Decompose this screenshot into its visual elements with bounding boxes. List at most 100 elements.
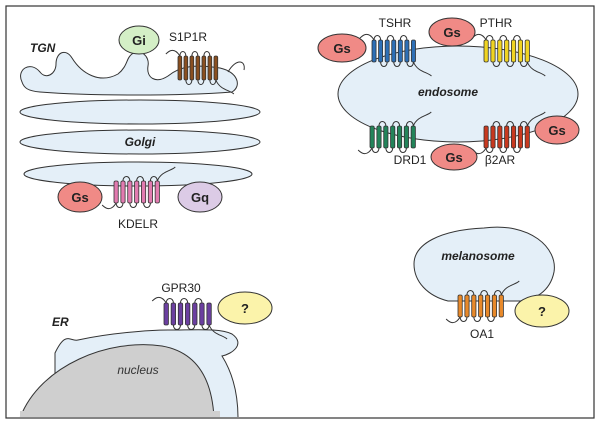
golgi-cisterna-1 [19, 99, 261, 125]
melanosome-membrane [413, 226, 555, 302]
transmembrane-helix [147, 180, 153, 204]
transmembrane-helix [490, 39, 496, 63]
transmembrane-helix [511, 125, 517, 149]
kdelr-label: KDELR [118, 217, 158, 231]
unknown-protein-oa1 [514, 294, 570, 328]
transmembrane-helix [483, 39, 489, 63]
transmembrane-helix [170, 302, 176, 326]
s1p1r-receptor [165, 49, 235, 95]
transmembrane-helix [397, 125, 403, 149]
transmembrane-helix [163, 302, 169, 326]
tshr-receptor [359, 33, 432, 77]
transmembrane-helix [498, 294, 504, 318]
receptor-loops [445, 280, 520, 324]
transmembrane-helix [464, 294, 470, 318]
oa1-receptor [445, 280, 520, 324]
transmembrane-helix [177, 55, 183, 81]
tgn-tail [227, 61, 245, 73]
drd1-receptor [357, 111, 432, 155]
transmembrane-helix [517, 39, 523, 63]
gs-label-b2ar: Gs [548, 123, 565, 138]
transmembrane-helix [189, 55, 195, 81]
transmembrane-helix [120, 180, 126, 204]
transmembrane-helix [195, 55, 201, 81]
transmembrane-helix [485, 294, 491, 318]
golgi-complex [19, 51, 261, 187]
transmembrane-helix [524, 39, 530, 63]
transmembrane-helix [154, 180, 160, 204]
gi-protein [118, 25, 160, 55]
transmembrane-helix [183, 55, 189, 81]
transmembrane-helix [411, 39, 416, 63]
endosome-label: endosome [418, 85, 478, 99]
transmembrane-helix [113, 180, 119, 204]
tshr-label: TSHR [379, 16, 412, 30]
transmembrane-helix [524, 125, 530, 149]
transmembrane-helix [378, 39, 384, 63]
s1p1r-label: S1P1R [169, 30, 207, 44]
transmembrane-helix [207, 55, 213, 81]
transmembrane-helix [206, 302, 212, 326]
transmembrane-helix [141, 180, 147, 204]
transmembrane-helix [213, 55, 219, 81]
transmembrane-helix [511, 39, 517, 63]
gq-protein-golgi [177, 181, 223, 213]
unknown-label-oa1: ? [538, 304, 546, 319]
gs-label-golgi: Gs [71, 190, 88, 205]
transmembrane-helix [390, 125, 396, 149]
golgi-label: Golgi [125, 135, 156, 149]
transmembrane-helix [497, 39, 503, 63]
transmembrane-helix [391, 39, 397, 63]
transmembrane-helix [483, 125, 489, 149]
receptor-loops [151, 296, 228, 340]
transmembrane-helix [457, 294, 463, 318]
gi-label: Gi [132, 33, 146, 48]
gs-label-pthr: Gs [443, 25, 460, 40]
tgn-label: TGN [30, 41, 56, 55]
b2ar-receptor [471, 111, 546, 155]
transmembrane-helix [403, 125, 409, 149]
transmembrane-helix [201, 55, 207, 81]
transmembrane-helix [127, 180, 133, 204]
oa1-label: OA1 [470, 327, 494, 341]
transmembrane-helix [497, 125, 503, 149]
er-label: ER [52, 315, 69, 329]
unknown-label-gpr30: ? [241, 301, 249, 316]
transmembrane-helix [410, 125, 416, 149]
transmembrane-helix [185, 302, 191, 326]
transmembrane-helix [490, 125, 496, 149]
pthr-label: PTHR [480, 16, 513, 30]
gs-label-drd1: Gs [445, 150, 462, 165]
melanosome-label: melanosome [441, 249, 515, 263]
nucleus [19, 344, 215, 417]
transmembrane-helix [199, 302, 205, 326]
transmembrane-helix [397, 39, 403, 63]
b2ar-label: β2AR [485, 153, 516, 167]
receptor-loops [165, 49, 235, 95]
transmembrane-helix [471, 294, 477, 318]
transmembrane-helix [384, 39, 390, 63]
unknown-protein-gpr30 [217, 291, 273, 325]
receptor-loops [471, 33, 546, 77]
golgi-cisterna-2 [19, 129, 261, 155]
transmembrane-helix [478, 294, 484, 318]
gpr30-label: GPR30 [161, 281, 201, 295]
transmembrane-helix [491, 294, 497, 318]
transmembrane-helix [192, 302, 198, 326]
gs-protein-b2ar [534, 115, 580, 145]
transmembrane-helix [371, 39, 377, 63]
drd1-label: DRD1 [394, 153, 427, 167]
gs-protein-pthr [428, 17, 476, 47]
transmembrane-helix [517, 125, 523, 149]
receptor-loops [101, 166, 176, 210]
transmembrane-helix [177, 302, 184, 326]
pthr-receptor [471, 33, 546, 77]
transmembrane-helix [404, 39, 410, 63]
transmembrane-helix [504, 39, 510, 63]
gpr30-receptor [151, 296, 228, 340]
transmembrane-helix [134, 180, 140, 204]
frame-border [5, 5, 595, 419]
receptor-loops [471, 111, 546, 155]
kdelr-receptor [101, 166, 176, 210]
